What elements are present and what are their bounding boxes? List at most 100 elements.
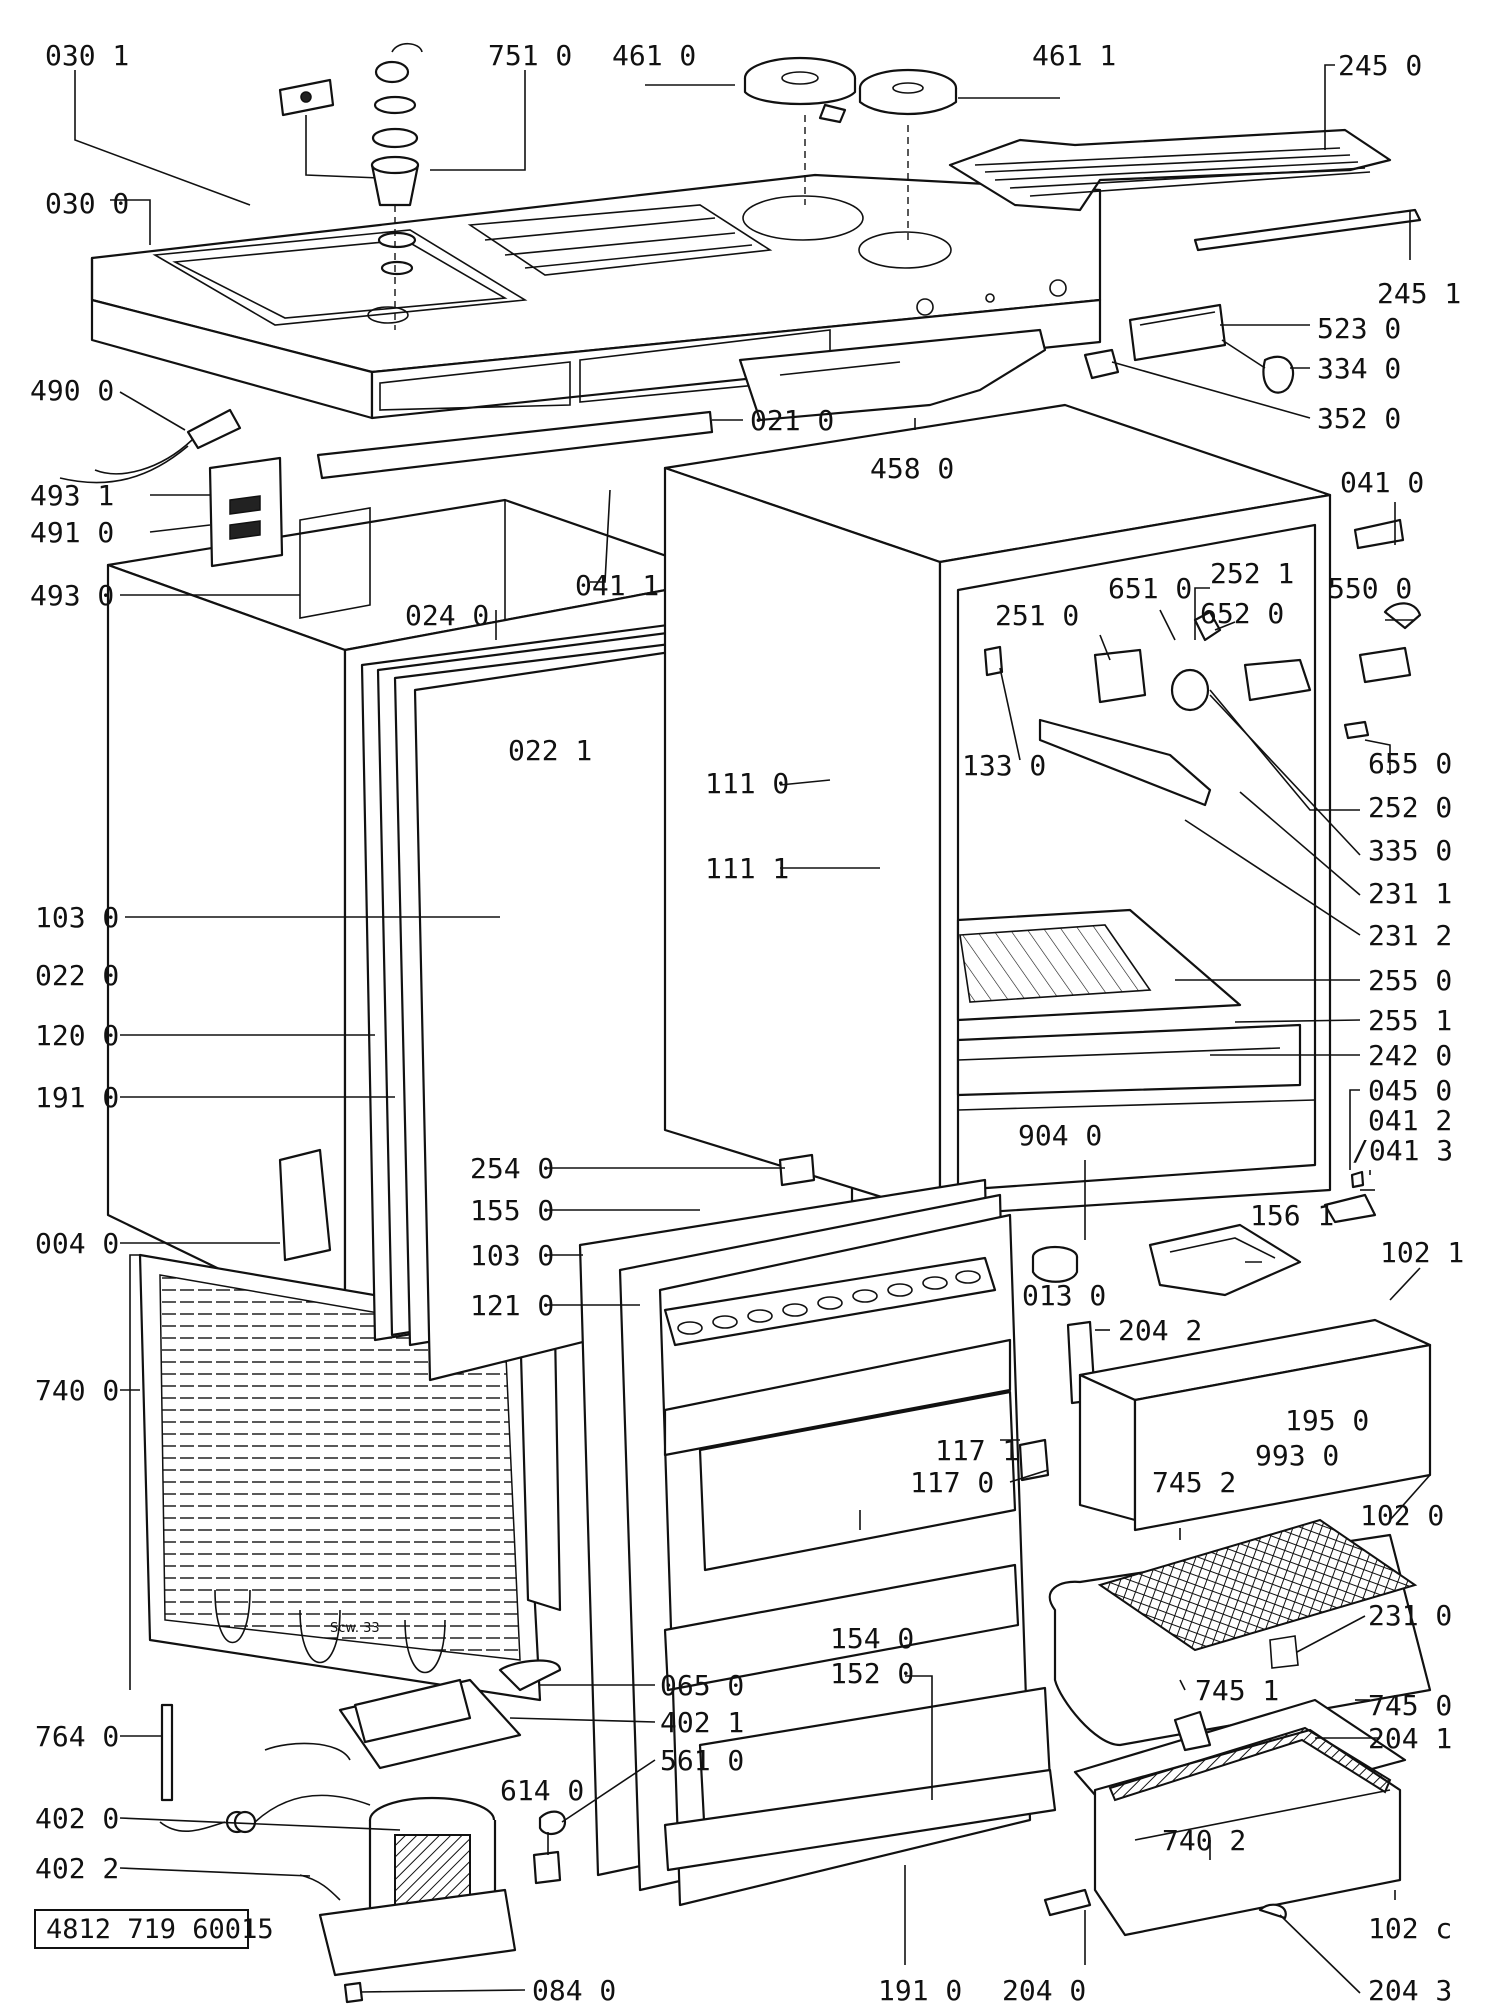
document-code: 4812 719 60015 <box>46 1914 274 1945</box>
part-label: 352 0 <box>1317 402 1401 435</box>
freezer-compartment <box>1018 1318 1432 1532</box>
part-label: 117 0 <box>910 1466 994 1499</box>
freezer-accessories <box>1031 1223 1302 1405</box>
part-label: 204 0 <box>1002 1974 1086 2007</box>
part-label: 458 0 <box>870 452 954 485</box>
part-label: 120 0 <box>35 1019 119 1052</box>
part-label: 121 0 <box>470 1289 554 1322</box>
document-code-box: 4812 719 60015 <box>34 1909 274 1949</box>
part-label: 103 0 <box>470 1239 554 1272</box>
part-label: 493 1 <box>30 479 114 512</box>
part-label: 154 0 <box>830 1622 914 1655</box>
part-label: 156 1 <box>1250 1199 1334 1232</box>
part-label: 745 0 <box>1368 1689 1452 1722</box>
part-label: 254 0 <box>470 1152 554 1185</box>
part-label: 245 1 <box>1377 277 1461 310</box>
part-label: 751 0 <box>488 39 572 72</box>
part-label: 242 0 <box>1368 1039 1452 1072</box>
part-label: 195 0 <box>1285 1404 1369 1437</box>
part-label: 231 1 <box>1368 877 1452 910</box>
part-label: 231 0 <box>1368 1599 1452 1632</box>
part-label: 022 1 <box>508 734 592 767</box>
part-label: 030 1 <box>45 39 129 72</box>
part-label: 252 1 <box>1210 557 1294 590</box>
drip-tray <box>1043 1698 1407 1937</box>
part-label: 252 0 <box>1368 791 1452 824</box>
evaporator-plate <box>1048 1518 1432 1747</box>
part-labels: 030 1 751 0 461 0 461 1 245 0 030 0 245 … <box>30 39 1464 2007</box>
part-label: 255 1 <box>1368 1004 1452 1037</box>
part-label: 102 c <box>1368 1912 1452 1945</box>
part-label: 102 0 <box>1360 1499 1444 1532</box>
part-label: 155 0 <box>470 1194 554 1227</box>
part-label: 764 0 <box>35 1720 119 1753</box>
part-label: 904 0 <box>1018 1119 1102 1152</box>
part-label: 334 0 <box>1317 352 1401 385</box>
part-label: 255 0 <box>1368 964 1452 997</box>
egg-cups <box>677 1270 981 1335</box>
part-label: 245 0 <box>1338 49 1422 82</box>
part-label: 993 0 <box>1255 1439 1339 1472</box>
part-label: 045 0 <box>1368 1074 1452 1107</box>
part-label: 652 0 <box>1200 597 1284 630</box>
part-label: 084 0 <box>532 1974 616 2007</box>
right-cabinet <box>663 403 1332 1217</box>
part-label: 561 0 <box>660 1744 744 1777</box>
part-label: 491 0 <box>30 516 114 549</box>
part-label: 461 1 <box>1032 39 1116 72</box>
part-label: 402 1 <box>660 1706 744 1739</box>
top-grille <box>948 128 1422 252</box>
part-label: 335 0 <box>1368 834 1452 867</box>
part-label: 102 1 <box>1380 1236 1464 1269</box>
compressor-note: Scw. 33 <box>330 1621 380 1636</box>
part-label: 065 0 <box>660 1669 744 1702</box>
part-label: 030 0 <box>45 187 129 220</box>
part-label: 550 0 <box>1328 572 1412 605</box>
part-label: 523 0 <box>1317 312 1401 345</box>
part-label: 021 0 <box>750 404 834 437</box>
part-label: 041 1 <box>575 569 659 602</box>
part-label: 740 0 <box>35 1374 119 1407</box>
part-label: /041 3 <box>1352 1134 1453 1167</box>
part-label: 402 2 <box>35 1852 119 1885</box>
leader-lines <box>74 64 1431 1994</box>
freezer-door <box>578 1153 1057 1907</box>
worktop-assembly <box>90 173 1102 420</box>
part-label: 111 1 <box>705 852 789 885</box>
part-label: 402 0 <box>35 1802 119 1835</box>
part-label: 745 2 <box>1152 1466 1236 1499</box>
hotplates <box>743 56 958 240</box>
trim-strips <box>316 328 1047 480</box>
part-label: 024 0 <box>405 599 489 632</box>
part-label: 493 0 <box>30 579 114 612</box>
part-label: 041 0 <box>1340 466 1424 499</box>
part-label: 461 0 <box>612 39 696 72</box>
part-label: 133 0 <box>962 749 1046 782</box>
part-label: 111 0 <box>705 767 789 800</box>
power-cord <box>59 408 242 484</box>
compressor <box>159 1659 567 2004</box>
part-label: 004 0 <box>35 1227 119 1260</box>
part-label: 231 2 <box>1368 919 1452 952</box>
part-label: 191 0 <box>35 1081 119 1114</box>
part-label: 204 1 <box>1368 1722 1452 1755</box>
part-label: 041 2 <box>1368 1104 1452 1137</box>
part-label: 103 0 <box>35 901 119 934</box>
part-label: 013 0 <box>1022 1279 1106 1312</box>
part-label: 740 2 <box>1162 1824 1246 1857</box>
part-label: 204 3 <box>1368 1974 1452 2007</box>
hinge-parts <box>1323 518 1422 1224</box>
part-label: 117 1 <box>935 1434 1019 1467</box>
thermostat-unit <box>1083 303 1295 394</box>
part-label: 655 0 <box>1368 747 1452 780</box>
part-label: 191 0 <box>878 1974 962 2007</box>
tap-assembly <box>278 42 423 330</box>
part-label: 490 0 <box>30 374 114 407</box>
part-label: 022 0 <box>35 959 119 992</box>
part-label: 745 1 <box>1195 1674 1279 1707</box>
part-label: 651 0 <box>1108 572 1192 605</box>
part-label: 204 2 <box>1118 1314 1202 1347</box>
part-label: 251 0 <box>995 599 1079 632</box>
part-label: 614 0 <box>500 1774 584 1807</box>
